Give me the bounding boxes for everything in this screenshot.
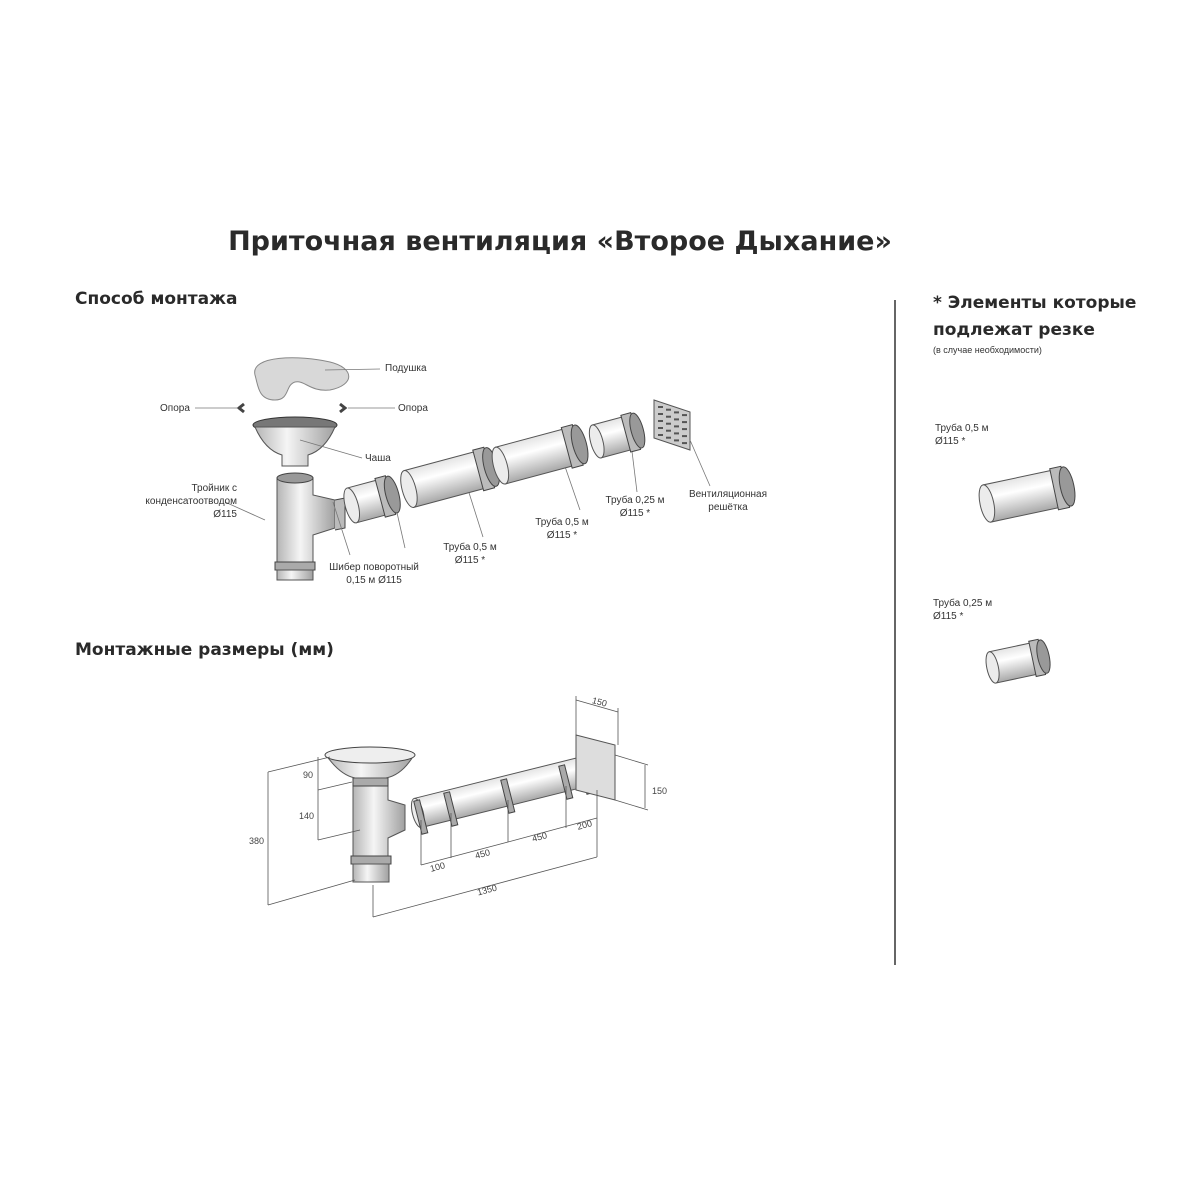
grille-slot [666, 408, 671, 411]
cut-item-diameter: Ø115 * [935, 436, 966, 447]
label-pipe-line: Ø115 * [546, 530, 578, 541]
label-grille-line: Вентиляционная [688, 489, 768, 500]
pipe-3-shape [588, 412, 646, 459]
label-cushion: Подушка [385, 363, 427, 374]
grille-slot [674, 425, 679, 428]
grille-slot [674, 439, 679, 442]
label-pipe-line: Труба 0,5 м [443, 542, 497, 553]
label-tee-line: Тройник с [191, 483, 237, 494]
grille-slot [674, 418, 679, 421]
grille-slot [682, 428, 687, 431]
grille-slot [682, 421, 687, 424]
label-tee-line: Ø115 [213, 509, 237, 520]
grille-slot [658, 413, 663, 415]
cut-heading-line: подлежат резке [933, 320, 1095, 340]
cut-elements-note: (в случае необходимости) [933, 345, 1042, 355]
cut-heading-line: * Элементы которые [933, 293, 1137, 313]
grille-slot [674, 432, 679, 435]
label-pipe-line: Ø115 * [619, 508, 651, 519]
cut-pipe-05-shape [978, 465, 1076, 523]
cut-item-diameter: Ø115 * [933, 611, 964, 622]
label-tee-line: конденсатоотводом [145, 496, 237, 507]
cut-item-name: Труба 0,5 м [935, 423, 989, 434]
label-pipe-3: Труба 0,25 м Ø115 * [590, 494, 680, 520]
cut-item-name: Труба 0,25 м [933, 598, 993, 609]
grille-slot [674, 411, 679, 414]
dimension-lines [267, 696, 649, 918]
dim-grille-height: 150 [652, 786, 668, 796]
pipe-joint-ring [500, 778, 516, 814]
label-pipe-2: Труба 0,5 м Ø115 * [522, 516, 602, 542]
cut-item-pipe-025: Труба 0,25 м Ø115 * [933, 597, 992, 623]
pipe-joint-ring [558, 764, 574, 800]
label-pipe-1: Труба 0,5 м Ø115 * [430, 541, 510, 567]
page-title: Приточная вентиляция «Второе Дыхание» [228, 226, 892, 257]
grille-slot [666, 415, 671, 418]
grille-slot [682, 435, 687, 438]
grille-slot [658, 434, 663, 436]
label-support-right: Опора [398, 403, 428, 414]
dimensions-diagram [267, 696, 649, 918]
grille-slot [682, 442, 687, 445]
tee-body-dim [352, 781, 406, 859]
bowl-body [254, 426, 336, 467]
grille-slot [666, 429, 671, 432]
cushion-shape [254, 357, 350, 401]
dim-tee-upper: 140 [299, 811, 315, 821]
damper-shape [343, 475, 401, 524]
label-tee: Тройник с конденсатоотводом Ø115 [137, 482, 237, 521]
grille-slot [666, 422, 671, 425]
pipe-joint-ring [443, 791, 459, 827]
label-grille: Вентиляционная решётка [678, 488, 778, 514]
dim-total-height: 380 [249, 836, 265, 846]
label-pipe-line: Ø115 * [454, 555, 486, 566]
cut-elements-artwork [894, 300, 1076, 965]
grille-slot [682, 414, 687, 417]
cut-pipe-025-shape [985, 638, 1051, 684]
label-pipe-line: Труба 0,5 м [535, 517, 589, 528]
label-support-left: Опора [160, 403, 190, 414]
label-damper-line: 0,15 м Ø115 [346, 575, 402, 586]
label-damper-line: Шибер поворотный [329, 562, 419, 573]
pipe-1-shape [400, 446, 500, 508]
support-left-shape [236, 402, 245, 414]
dim-bowl-height: 90 [303, 770, 314, 780]
label-grille-line: решётка [708, 502, 748, 513]
grille-shape [653, 399, 691, 451]
tee-body [276, 477, 336, 571]
grille-slot [658, 427, 663, 429]
grille-shape-dim [575, 734, 616, 801]
mounting-diagram [195, 357, 711, 581]
mounting-heading: Способ монтажа [75, 289, 238, 309]
cut-item-pipe-05: Труба 0,5 м Ø115 * [935, 422, 989, 448]
grille-slot [666, 436, 671, 439]
pipe-2-shape [491, 423, 589, 485]
label-damper: Шибер поворотный 0,15 м Ø115 [324, 561, 424, 587]
dimensions-heading: Монтажные размеры (мм) [75, 640, 334, 660]
grille-slot [658, 420, 663, 422]
pipe-joint-ring [413, 799, 429, 835]
label-bowl: Чаша [365, 453, 391, 464]
support-right-shape [339, 402, 348, 414]
cut-elements-heading: * Элементы которые подлежат резке [933, 290, 1136, 344]
grille-slot [658, 406, 663, 408]
label-pipe-line: Труба 0,25 м [605, 495, 665, 506]
